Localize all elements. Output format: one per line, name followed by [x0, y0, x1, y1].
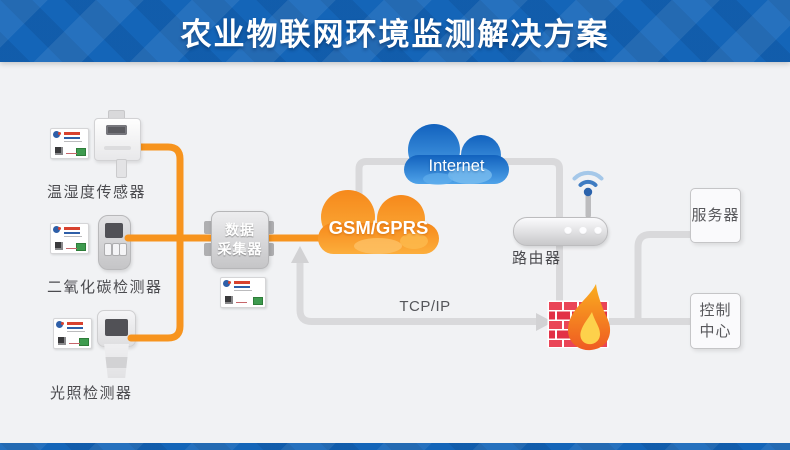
collector-label-line2: 采集器	[217, 241, 263, 257]
branch-to-server-line	[634, 231, 695, 325]
arrow-right-icon	[536, 313, 553, 331]
control-center-label-line1: 控制	[699, 302, 732, 319]
sensor-screen	[105, 223, 123, 238]
sensor-probe	[116, 159, 127, 178]
chip-icon	[76, 148, 86, 156]
chip-icon	[79, 338, 89, 346]
brand-logo-icon	[56, 321, 63, 328]
handle-band	[104, 357, 129, 368]
firewall-icon	[547, 284, 611, 351]
collector-mount-tab	[204, 221, 215, 234]
product-label-card	[53, 318, 92, 349]
qr-code-icon	[56, 335, 66, 345]
control-center-box: 控制 中心	[690, 293, 741, 349]
server-label: 服务器	[691, 207, 740, 224]
tcpip-label: TCP/IP	[399, 298, 451, 315]
co2-detector-device	[98, 215, 131, 270]
internet-cloud	[404, 124, 509, 185]
chip-icon	[76, 243, 86, 251]
brand-logo-icon	[53, 226, 60, 233]
collector-label-line1: 数据	[225, 222, 255, 238]
diagram-canvas: 温湿度传感器 二氧化碳检测器 光照检测器	[0, 62, 790, 443]
sensor-label-co2: 二氧化碳检测器	[47, 279, 163, 296]
title-banner: 农业物联网环境监测解决方案	[0, 0, 790, 62]
footer-strip	[0, 443, 790, 450]
router-led	[579, 227, 587, 235]
product-label-card	[50, 223, 89, 254]
control-center-label-line2: 中心	[699, 323, 732, 340]
internet-cloud-label: Internet	[428, 157, 485, 175]
router-device	[513, 217, 608, 246]
collector-mount-tab	[204, 243, 215, 256]
page-title: 农业物联网环境监测解决方案	[180, 16, 610, 52]
router-label: 路由器	[512, 250, 562, 267]
sensor-screen	[105, 319, 128, 336]
sensor-screen	[106, 125, 127, 135]
brand-logo-icon	[223, 280, 230, 287]
sensor-trunk-cable	[127, 143, 184, 342]
product-label-card	[220, 277, 266, 308]
router-led	[564, 227, 572, 235]
gsm-cloud	[318, 190, 439, 254]
arrow-up-icon	[291, 246, 309, 263]
sensor-label-temp-humidity: 温湿度传感器	[47, 184, 147, 201]
gsm-cloud-label: GSM/GPRS	[328, 217, 429, 238]
chip-icon	[253, 297, 263, 305]
qr-code-icon	[223, 294, 233, 304]
sensor-label-light: 光照检测器	[50, 385, 133, 402]
product-label-card	[50, 128, 89, 159]
data-collector-device: 数据 采集器	[211, 211, 269, 269]
brand-logo-icon	[53, 131, 60, 138]
qr-code-icon	[53, 240, 63, 250]
sensor-body	[94, 118, 141, 161]
device-button	[119, 243, 127, 256]
qr-code-icon	[53, 145, 63, 155]
router-led	[594, 227, 602, 235]
sensor-vent	[104, 146, 131, 150]
wifi-icon	[572, 170, 604, 218]
server-box: 服务器	[690, 188, 741, 243]
tcpip-line	[296, 257, 541, 325]
light-detector-handle	[104, 344, 129, 378]
